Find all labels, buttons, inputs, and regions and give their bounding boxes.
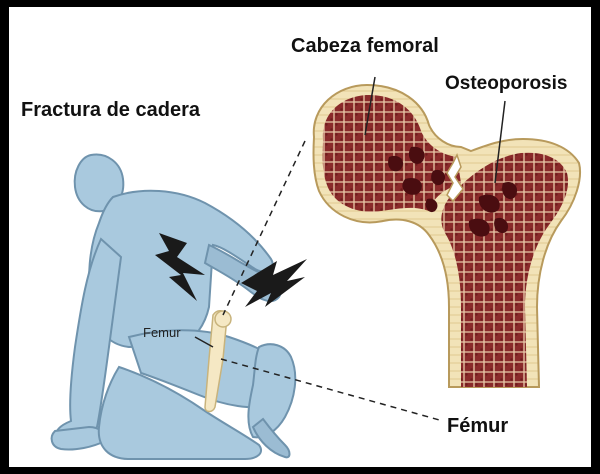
- person-hand: [52, 427, 106, 450]
- label-femur-small: Femur: [143, 325, 181, 340]
- title-fractura-de-cadera: Fractura de cadera: [21, 99, 200, 122]
- label-cabeza-femoral: Cabeza femoral: [291, 35, 439, 58]
- person-knee: [248, 344, 295, 437]
- diagram-canvas: Fractura de cadera Cabeza femoral Osteop…: [9, 7, 591, 467]
- femur-section: [314, 85, 581, 387]
- label-osteoporosis: Osteoporosis: [445, 73, 567, 95]
- label-femur-large: Fémur: [447, 415, 508, 438]
- person-figure: [52, 155, 296, 459]
